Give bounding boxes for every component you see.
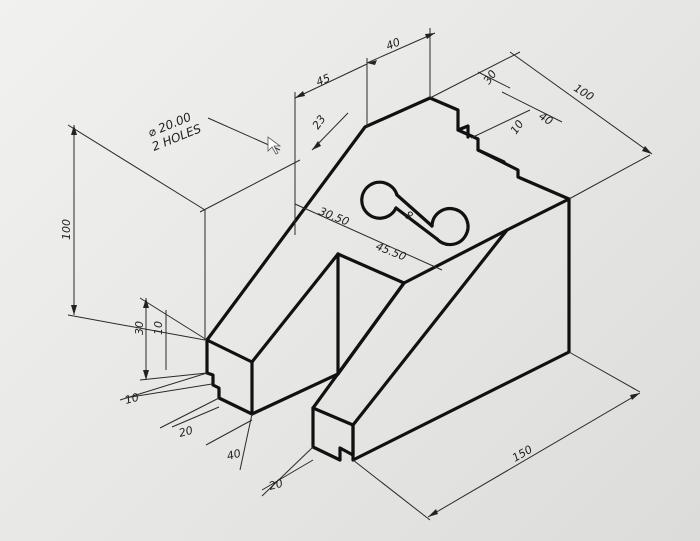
dim-30-50: 30.50 (317, 205, 351, 229)
hole-right (430, 206, 470, 247)
top-notch (456, 124, 506, 164)
dim-40-right: 40 (536, 110, 555, 128)
dim-100-right: 100 (571, 82, 596, 104)
dim-20-bottom-2: 20 (267, 477, 284, 493)
left-leg-front-face (205, 338, 254, 416)
dim-20-bottom: 20 (177, 424, 194, 440)
object-outline (205, 96, 571, 462)
dim-45: 45 (314, 71, 332, 88)
cursor-icon (267, 136, 282, 155)
dim-45-50: 45.50 (374, 240, 408, 264)
dim-100-left: 100 (60, 219, 73, 240)
dim-23: 23 (310, 113, 329, 132)
dim-10-left: 10 (152, 321, 165, 335)
right-leg-top-edge (311, 281, 406, 410)
dim-30-left: 30 (133, 321, 146, 335)
dim-10-top: 10 (508, 118, 527, 137)
dim-40-top: 40 (384, 35, 402, 52)
left-leg-ramp-inner (250, 252, 340, 364)
right-face (351, 197, 571, 462)
right-leg-front-face (311, 406, 355, 462)
dim-40-bottom: 40 (225, 447, 242, 463)
slot-outline (336, 252, 406, 376)
hole-slot (394, 193, 439, 241)
arrowheads (71, 33, 652, 517)
hole-note: ⌀ 20.00 2 HOLES (146, 110, 204, 154)
left-ramp-edge (205, 96, 432, 342)
dimension-lines (67, 28, 653, 521)
left-leg-bottom-edge (250, 372, 340, 416)
dim-10-bottom: 10 (123, 391, 140, 407)
top-right-edges (402, 96, 571, 285)
hole-left (360, 180, 399, 220)
